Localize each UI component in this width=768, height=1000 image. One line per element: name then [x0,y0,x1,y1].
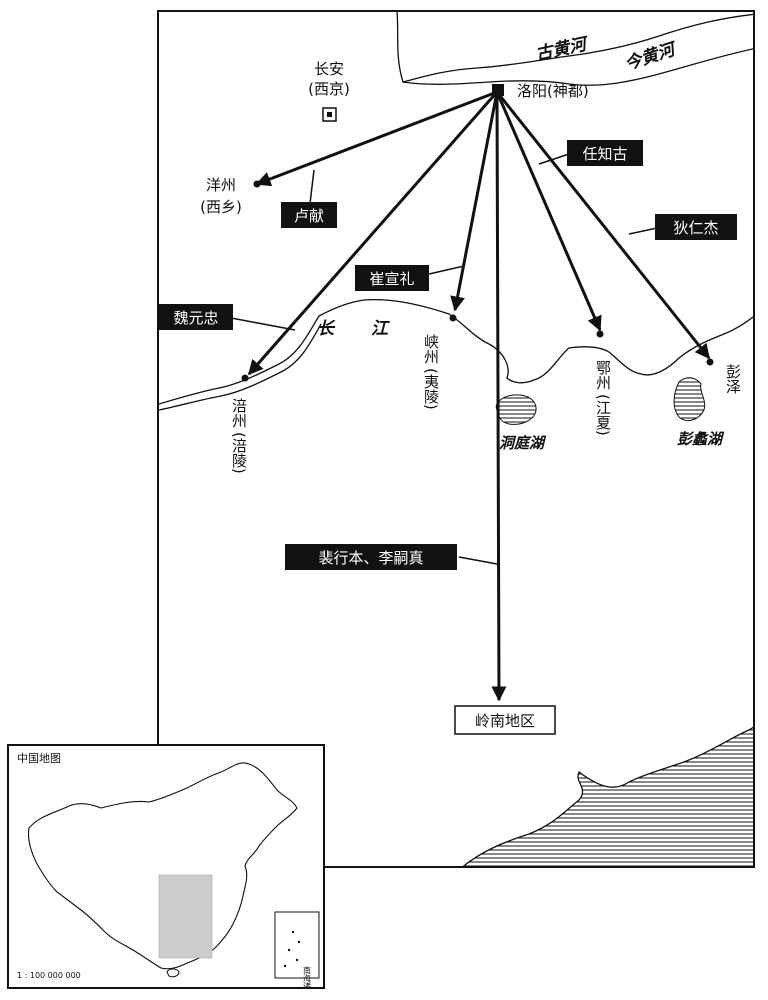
yangtze-river-line [159,298,753,405]
di-renjie-text: 狄仁杰 [673,219,718,237]
leader-cui-xuanli [428,265,465,275]
island-dot [283,964,287,968]
pengze-label: 彭泽 [724,364,742,394]
route-di-renjie [495,91,711,360]
dongting-lake-shape [495,394,537,425]
label-lu-xian: 卢献 [281,202,337,228]
leader-pei-xingben [458,556,498,565]
inset-canvas: 中国地图 南海诸岛 1 : 100 000 000 [17,752,320,987]
fuzhou-dot [241,374,249,382]
china-outline [27,762,298,970]
inset-scale-label: 1 : 100 000 000 [17,971,81,980]
cui-xuanli-text: 崔宣礼 [369,270,414,288]
label-pei-xingben: 裴行本、李嗣真 [285,544,457,570]
south-coast-sea [462,726,753,866]
yangtze-jiang-label: 江 [371,319,390,339]
pengze-dot [706,358,714,366]
yellow-river-north-bank [396,12,753,83]
label-cui-xuanli: 崔宣礼 [355,265,429,291]
changan-alt: (西京) [308,80,350,98]
lingnan-box [454,705,556,735]
ren-zhigu-text: 任知古 [582,145,627,163]
pengli-lake-shape [673,377,706,421]
route-lu-xian [255,90,498,187]
route-wei-yuanzhong [247,91,499,376]
dongting-lake-label: 洞庭湖 [499,434,547,452]
yellow-river-south-bank [402,48,753,86]
xiazhou-name: 峡州 [422,334,440,364]
route-ren-zhigu [495,91,602,332]
fuzhou-alt: (涪陵) [230,432,248,474]
inset-title: 中国地图 [17,752,61,765]
label-ren-zhigu: 任知古 [567,140,643,166]
changan-marker-center [327,112,332,117]
xiazhou-alt: (夷陵) [422,368,440,410]
yangtze-chang-label: 长 [317,319,336,339]
south-sea-label: 南海诸岛 [303,965,312,987]
luoyang-label: 洛阳(神都) [517,82,589,100]
ezhou-name: 鄂州 [594,360,612,390]
xiazhou-dot [449,314,457,322]
route-pei-xingben [491,91,507,702]
island-dot [291,930,295,934]
leader-wei-yuanzhong [230,317,296,331]
island-dot [297,940,301,944]
inset-china-map: 中国地图 南海诸岛 1 : 100 000 000 [7,744,325,989]
inset-highlight-region [158,874,213,959]
label-wei-yuanzhong: 魏元忠 [159,304,233,330]
ezhou-alt: (江夏) [594,394,612,436]
hainan-island [166,968,180,978]
island-dot [287,948,291,952]
yangzhou-dot [253,180,261,188]
yangtze-river-south-bank [159,323,322,411]
wei-yuanzhong-text: 魏元忠 [173,309,218,327]
pengli-lake-label: 彭蠡湖 [677,430,725,448]
route-cui-xuanli [450,91,499,312]
changan-name: 长安 [314,60,344,78]
main-map-canvas: 古黄河 今黄河 长 江 长安 (西京) 洛阳(神都) 洋州 (西乡) 涪州 (涪… [159,12,753,866]
leader-ren-zhigu [538,153,570,165]
island-dot [295,958,299,962]
ancient-yellow-river-label: 古黄河 [534,34,592,65]
ezhou-dot [596,330,604,338]
lingnan-label: 岭南地区 [475,712,535,730]
pei-xingben-text: 裴行本、李嗣真 [318,549,423,567]
leader-di-renjie [628,227,658,235]
south-sea-inset [274,911,320,979]
main-map: 古黄河 今黄河 长 江 长安 (西京) 洛阳(神都) 洋州 (西乡) 涪州 (涪… [157,10,755,868]
luoyang-marker [492,84,504,96]
yangzhou-name: 洋州 [206,176,236,194]
label-di-renjie: 狄仁杰 [655,214,737,240]
yangzhou-alt: (西乡) [200,198,242,216]
fuzhou-name: 涪州 [230,398,248,428]
routes [247,90,711,702]
lu-xian-text: 卢献 [294,207,324,225]
